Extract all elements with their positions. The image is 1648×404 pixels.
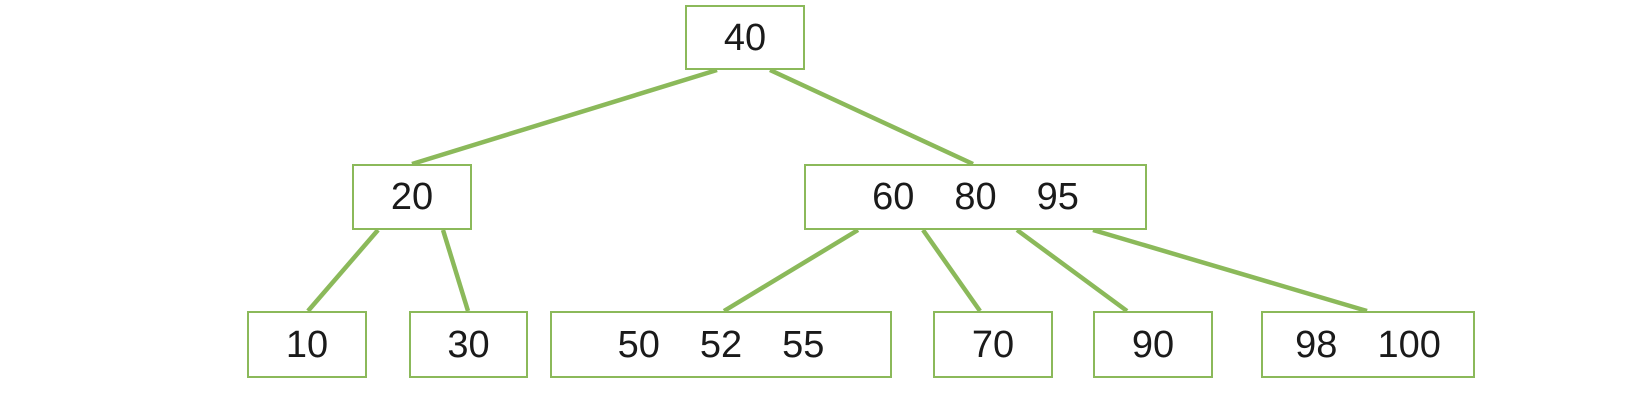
- tree-node-98-100: 98 100: [1261, 311, 1475, 378]
- tree-edge-node-20-to-node-30: [440, 229, 471, 312]
- tree-edge-node-60-80-95-to-node-70: [921, 228, 982, 313]
- tree-edge-node-40-to-node-20: [411, 67, 718, 167]
- node-key: 40: [723, 16, 767, 59]
- node-key: 50: [617, 323, 660, 366]
- node-key: 20: [390, 176, 434, 218]
- tree-edge-node-60-80-95-to-node-90: [1015, 228, 1129, 313]
- node-key: 90: [1131, 323, 1175, 366]
- node-key: 55: [782, 323, 825, 366]
- tree-node-60-80-95: 60 80 95: [804, 164, 1147, 230]
- tree-node-90: 90: [1093, 311, 1213, 378]
- node-key: 70: [971, 323, 1015, 366]
- node-key: 30: [447, 323, 490, 366]
- tree-edge-node-40-to-node-60-80-95: [769, 67, 974, 167]
- node-key: 52: [699, 323, 743, 366]
- tree-node-40: 40: [685, 5, 805, 70]
- node-key: 95: [1036, 176, 1079, 218]
- tree-edge-node-60-80-95-to-node-50-52-55: [722, 228, 860, 313]
- tree-node-50-52-55: 50 52 55: [550, 311, 892, 378]
- tree-node-30: 30: [409, 311, 528, 378]
- tree-node-20: 20: [352, 164, 472, 230]
- tree-edge-node-20-to-node-10: [306, 228, 380, 313]
- tree-node-10: 10: [247, 311, 367, 378]
- node-key: 100: [1377, 323, 1441, 366]
- node-key: 60: [872, 176, 915, 218]
- tree-edge-node-60-80-95-to-node-98-100: [1092, 227, 1368, 314]
- node-key: 80: [954, 176, 997, 218]
- tree-node-70: 70: [933, 311, 1053, 378]
- node-key: 10: [285, 323, 329, 366]
- node-key: 98: [1295, 323, 1338, 366]
